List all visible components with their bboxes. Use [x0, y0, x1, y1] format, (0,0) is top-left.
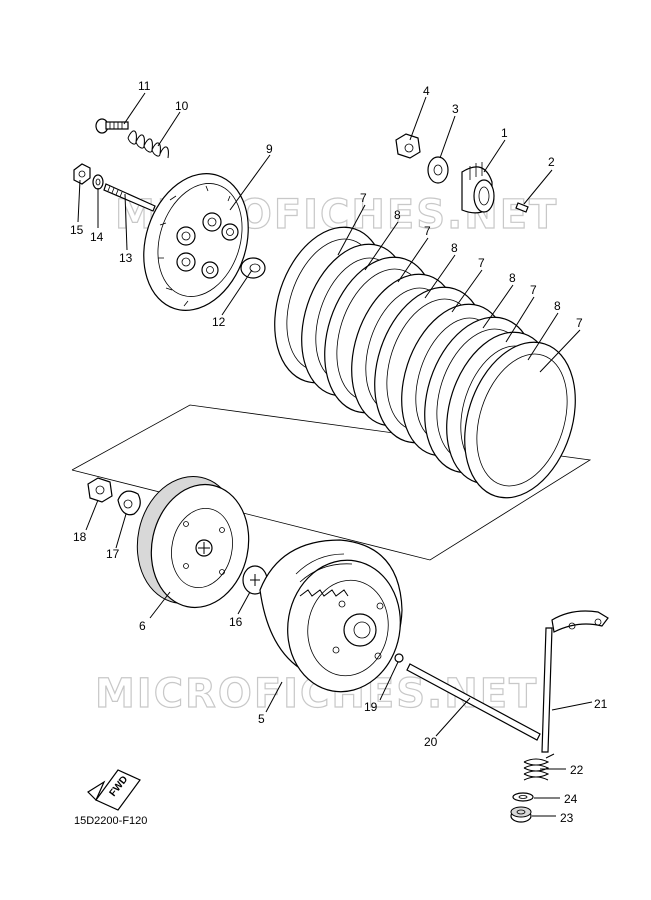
callout-7e: 7 [576, 316, 583, 330]
fwd-arrow-icon: FWD [87, 769, 141, 811]
part-3-washer [427, 156, 449, 184]
callout-8a: 8 [394, 208, 401, 222]
part-13-push-rod [103, 183, 156, 212]
callout-10: 10 [175, 99, 189, 113]
callout-15: 15 [70, 223, 84, 237]
callout-7b: 7 [424, 224, 431, 238]
callout-2: 2 [548, 155, 555, 169]
callout-5: 5 [258, 712, 265, 726]
callout-13: 13 [119, 251, 133, 265]
callout-7d: 7 [530, 283, 537, 297]
callout-8d: 8 [554, 299, 561, 313]
part-24-washer [512, 792, 534, 802]
callout-14: 14 [90, 230, 104, 244]
part-5-clutch-housing [259, 539, 403, 693]
part-17-lock-washer [117, 490, 141, 516]
callout-7a: 7 [360, 191, 367, 205]
part-6-clutch-boss [136, 476, 250, 609]
part-2-key [515, 202, 529, 213]
callout-1: 1 [501, 126, 508, 140]
part-4-nut [395, 133, 421, 159]
callout-16: 16 [229, 615, 243, 629]
callout-23: 23 [560, 811, 574, 825]
part-21-push-lever-shaft [541, 610, 609, 753]
callout-19: 19 [364, 700, 378, 714]
callout-21: 21 [594, 697, 608, 711]
callout-8b: 8 [451, 241, 458, 255]
part-14-washer [92, 174, 104, 190]
part-19-ball [394, 653, 404, 663]
callout-3: 3 [452, 102, 459, 116]
callout-24: 24 [564, 792, 578, 806]
part-18-nut [87, 477, 113, 503]
part-11-bolt [95, 118, 129, 134]
callout-11: 11 [138, 79, 151, 93]
callout-labels: 11 10 9 4 3 1 2 15 14 13 12 7 8 7 8 7 8 … [70, 79, 608, 825]
part-15-nut [73, 163, 91, 185]
part-22-spring [523, 753, 555, 781]
callout-12: 12 [212, 315, 226, 329]
callout-22: 22 [570, 763, 584, 777]
part-1-collar [461, 162, 495, 214]
callout-6: 6 [139, 619, 146, 633]
callout-9: 9 [266, 142, 273, 156]
part-20-push-rod [406, 663, 541, 741]
clutch-plate-stack [274, 226, 576, 499]
part-10-spring [127, 130, 169, 159]
callout-20: 20 [424, 735, 438, 749]
callout-7c: 7 [478, 256, 485, 270]
friction-plate [464, 341, 576, 499]
callout-17: 17 [106, 547, 120, 561]
callout-8c: 8 [509, 271, 516, 285]
leader-lines [77, 92, 593, 817]
part-23-oil-seal [510, 806, 532, 823]
callout-4: 4 [423, 84, 430, 98]
drawing-code: 15D2200-F120 [74, 815, 147, 827]
assembly-outline [71, 404, 592, 561]
callout-18: 18 [73, 530, 87, 544]
part-9-pressure-plate [143, 173, 249, 311]
part-12-bearing [240, 257, 266, 279]
